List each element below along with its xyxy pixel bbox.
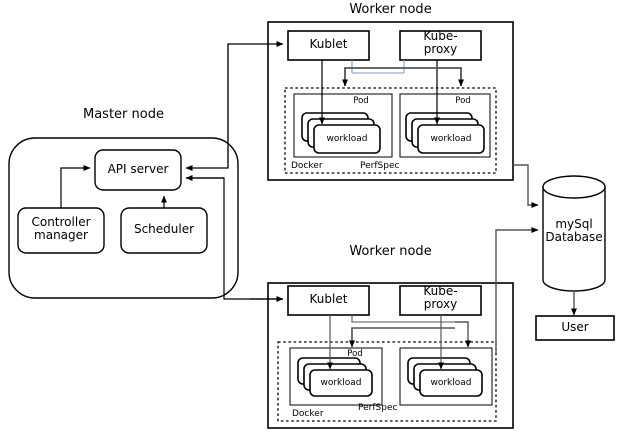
worker-bottom-kublet-box[interactable] (287, 285, 370, 316)
worker-top-workload-stack-2 (405, 112, 485, 154)
edge-worker-bottom-to-db (495, 227, 539, 353)
user-box[interactable] (535, 315, 615, 341)
scheduler-box[interactable] (120, 207, 208, 254)
worker-bottom-kubeproxy-box[interactable] (399, 285, 482, 316)
worker-bottom-workload-stack-1 (297, 357, 373, 397)
edge-bottom-link-bar-a (351, 315, 455, 323)
worker-top-kubeproxy-box[interactable] (399, 30, 482, 61)
edge-bottom-routed-to-pod2 (455, 321, 471, 348)
mysql-database-cylinder (542, 175, 606, 292)
edge-worker-top-to-apiserver (185, 44, 229, 171)
edge-worker-top-to-db (513, 164, 539, 208)
api-server-box[interactable] (94, 149, 182, 191)
worker-top-kublet-box[interactable] (287, 30, 370, 61)
controller-manager-box[interactable] (17, 207, 105, 254)
edge-top-routed-to-pod1 (342, 67, 404, 87)
edge-top-routed-to-pod2 (404, 67, 464, 87)
worker-top-workload-stack-1 (301, 112, 381, 154)
worker-bottom-workload-stack-2 (407, 357, 483, 397)
edge-controller-to-apiserver (60, 165, 91, 208)
